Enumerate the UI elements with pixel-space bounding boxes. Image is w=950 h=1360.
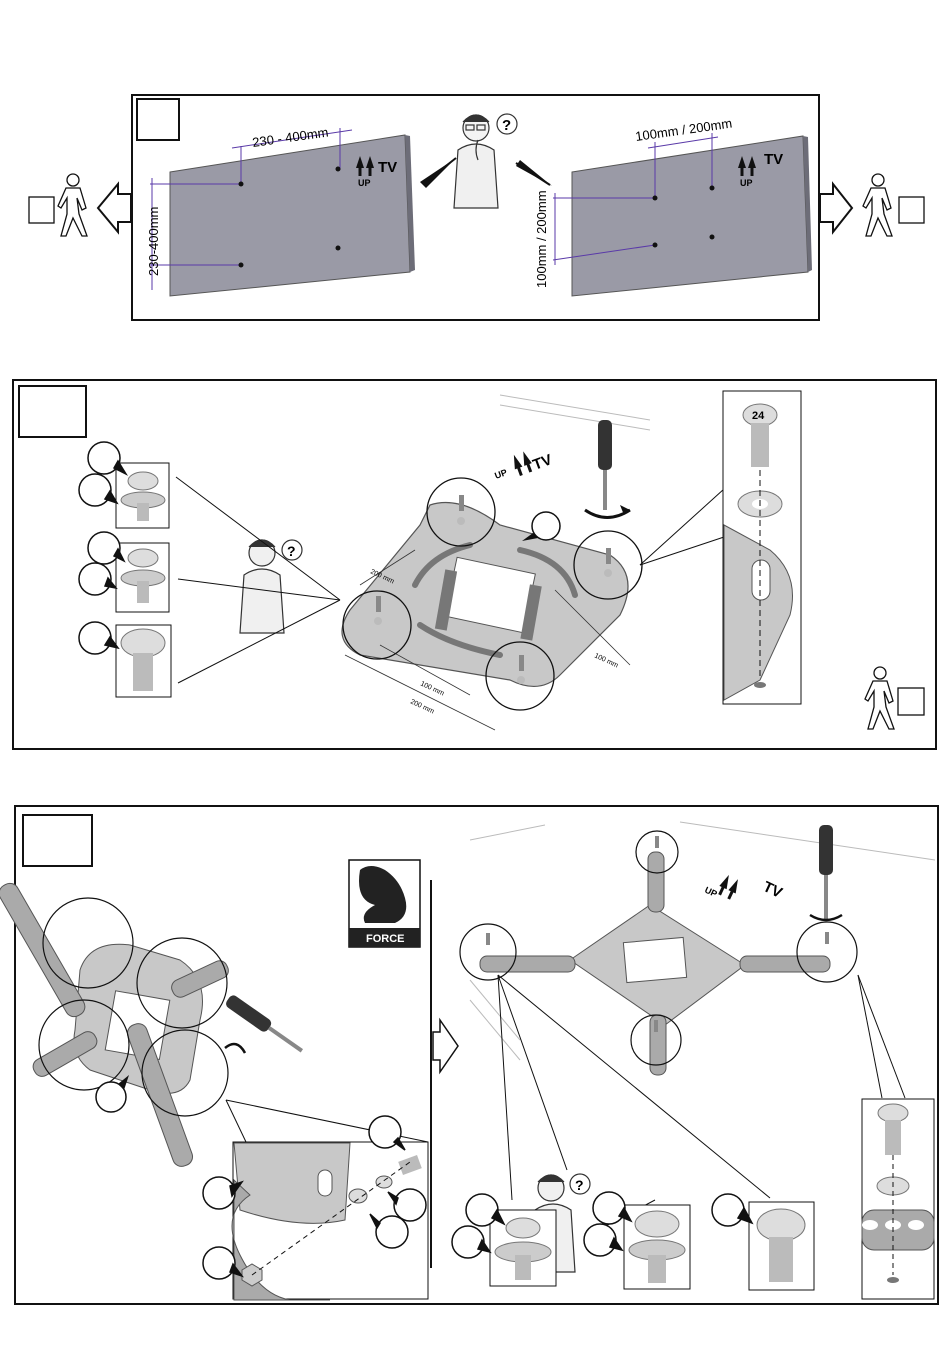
force-label: FORCE [366, 933, 405, 945]
up-arrow-icon-p2 [510, 450, 534, 477]
screw-head-mark: 24 [752, 410, 765, 422]
outline-arrow-right [820, 184, 852, 232]
dim-200-b: 200 mm [409, 698, 435, 715]
callout-bubble-plate [532, 512, 560, 540]
screwdriver-left-icon [224, 993, 306, 1056]
dim-100-a: 100 mm [419, 680, 445, 697]
exploded-screw-detail-right [862, 1099, 934, 1299]
exploded-screw-detail [723, 391, 801, 704]
screwdriver-icon [585, 420, 630, 518]
left-dim-horizontal: 230 - 400mm [251, 124, 329, 150]
help-mark-1: ? [502, 117, 511, 134]
up-label-left: UP [358, 178, 371, 188]
screw-box-f [749, 1202, 814, 1290]
tv-label-right: TV [764, 151, 783, 168]
box-left [29, 197, 54, 223]
tv-label-p3: TV [760, 878, 785, 902]
help-mark-3: ? [575, 1177, 584, 1193]
right-dim-vertical: 100mm / 200mm [534, 190, 549, 288]
screw-box-e [624, 1205, 690, 1289]
right-dim-horizontal: 100mm / 200mm [634, 116, 733, 144]
tv-back-large [170, 135, 410, 296]
left-dim-vertical: 230-400mm [146, 207, 161, 276]
box-p2 [898, 688, 924, 715]
outline-arrow-left [98, 184, 131, 232]
box-right [899, 197, 924, 223]
step-number-box-2 [19, 386, 86, 437]
up-label-p3: UP [703, 885, 719, 899]
panel2-illustration: TV UP 200 mm 100 mm 100 mm 200 mm [0, 375, 950, 755]
step-number-box-1 [137, 99, 179, 140]
walking-person-right-icon [863, 174, 892, 236]
up-label-p2: UP [493, 467, 508, 481]
panel3-illustration: FORCE TV [0, 800, 950, 1310]
step-number-box-3 [23, 815, 92, 866]
tv-label-left: TV [378, 159, 397, 176]
dim-100-b: 100 mm [593, 652, 619, 669]
walking-person-left-icon [58, 174, 87, 236]
outline-arrow-middle [433, 1020, 458, 1072]
screwdriver-right-icon [810, 825, 842, 920]
screw-box-b [116, 543, 169, 612]
walking-person-p2-icon [865, 667, 894, 729]
tv-label-p2: TV [531, 451, 555, 474]
panel1-illustration: 230 - 400mm 230-400mm TV UP 100mm / 200m… [0, 0, 950, 340]
up-arrow-icon-p3 [716, 873, 742, 901]
help-mark-2: ? [287, 543, 296, 559]
up-label-right: UP [740, 178, 753, 188]
screw-box-c [116, 625, 171, 697]
